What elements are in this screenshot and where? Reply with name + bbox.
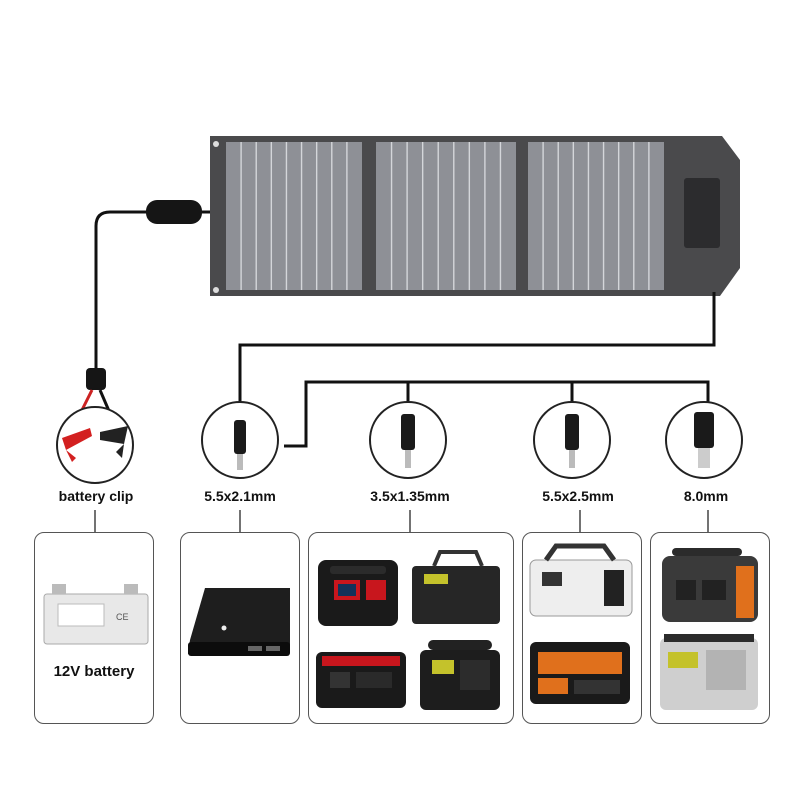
- grommet-icon: [213, 287, 219, 293]
- label-3-5x1-35mm: 3.5x1.35mm: [370, 488, 450, 504]
- connector-circle-35135: [369, 401, 447, 479]
- connector-circle-80: [665, 401, 743, 479]
- connector-circle-battery-clip: [56, 406, 134, 484]
- panel-cell-3: [528, 142, 664, 290]
- panel-cell-1: [226, 142, 362, 290]
- controller-module: [146, 200, 202, 224]
- label-8-0mm: 8.0mm: [683, 488, 729, 504]
- battery-caption: 12V battery: [53, 663, 135, 680]
- device-box-group-4: [522, 532, 642, 724]
- label-5-5x2-1mm: 5.5x2.1mm: [204, 488, 276, 504]
- device-box-power-bank: [180, 532, 300, 724]
- red-clip-icon: [62, 428, 92, 450]
- clip-cable: [76, 368, 114, 419]
- cables: [94, 210, 716, 448]
- black-clip-icon: [100, 426, 128, 444]
- device-box-battery: 12V battery: [34, 532, 154, 724]
- panel-cell-2: [376, 142, 516, 290]
- junction-box: [684, 178, 720, 248]
- label-battery-clip: battery clip: [58, 488, 134, 504]
- device-box-group-3: [308, 532, 514, 724]
- label-5-5x2-5mm: 5.5x2.5mm: [542, 488, 614, 504]
- connector-circle-5521: [201, 401, 279, 479]
- device-box-group-5: [650, 532, 770, 724]
- grommet-icon: [213, 141, 219, 147]
- connector-circle-5525: [533, 401, 611, 479]
- solar-panel: [210, 136, 740, 296]
